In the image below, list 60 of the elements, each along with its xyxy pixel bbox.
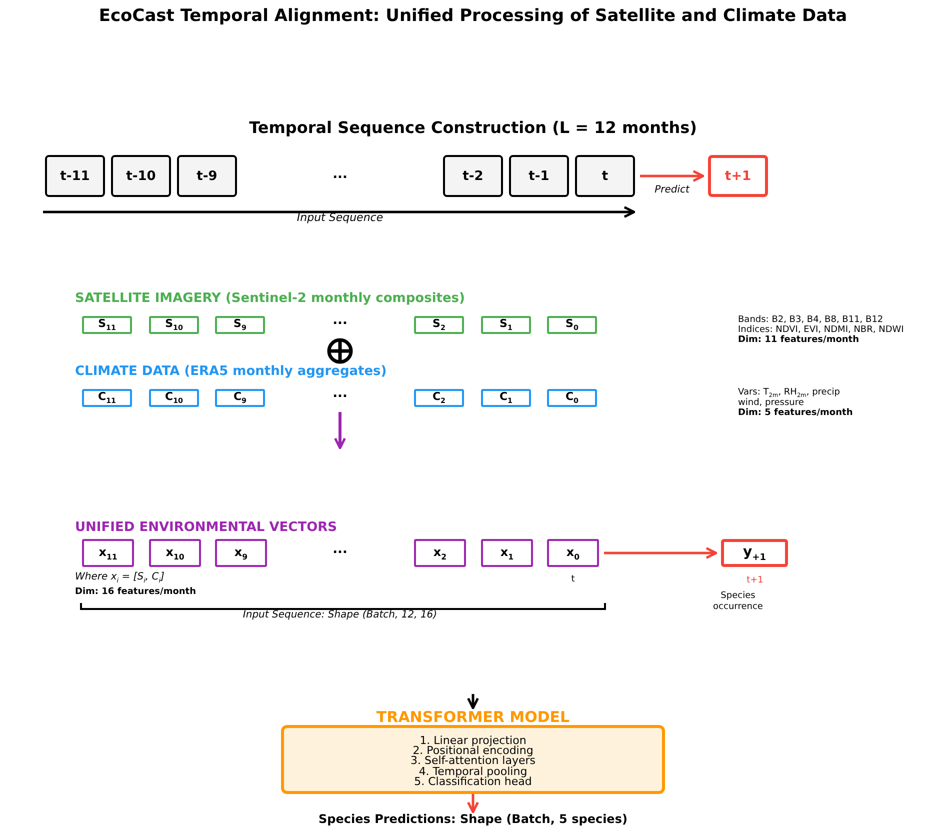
note-text: Where x$_{i}$ = [S$_{i}$, C$_{i}$] — [75, 571, 164, 585]
note-text: Input Sequence: Shape (Batch, 12, 16) — [242, 610, 438, 620]
arrow — [467, 694, 479, 710]
vector-box: x$_{2}$ — [414, 539, 466, 567]
list-item: 5. Classification head — [414, 776, 532, 788]
arrow — [604, 547, 718, 559]
ellipsis: ... — [332, 542, 348, 558]
vector-box: x$_{10}$ — [149, 539, 201, 567]
output-box: y$_{+1}$ — [721, 539, 788, 567]
note-text: Dim: 5 features/month — [738, 409, 853, 419]
output-text: Species Predictions: Shape (Batch, 5 species) — [260, 812, 686, 826]
ellipsis: ... — [332, 386, 348, 402]
edge-label: Predict — [652, 184, 692, 196]
arrow — [640, 170, 704, 182]
note-text: Indices: NDVI, EVI, NDMI, NBR, NDWI — [738, 326, 904, 336]
list-item: 3. Self-attention layers — [410, 756, 536, 767]
satellite-box: S$_{2}$ — [414, 316, 464, 334]
climate-box: C$_{10}$ — [149, 389, 199, 407]
annotation: Species occurrence — [712, 591, 764, 613]
vector-box: x$_{0}$ — [547, 539, 599, 567]
list-item: 2. Positional encoding — [412, 746, 534, 756]
satellite-box: S$_{9}$ — [215, 316, 265, 334]
note-text: Dim: 16 features/month — [75, 588, 196, 598]
time-step-box: t-9 — [177, 155, 237, 197]
satellite-box: S$_{1}$ — [481, 316, 531, 334]
section-heading: Temporal Sequence Construction (L = 12 months) — [249, 119, 697, 137]
section-heading: TRANSFORMER MODEL — [376, 708, 570, 726]
climate-box: C$_{0}$ — [547, 389, 597, 407]
note-text: Dim: 11 features/month — [738, 336, 859, 346]
annotation: t+1 — [746, 576, 764, 586]
arrow — [467, 794, 479, 814]
vector-box: x$_{1}$ — [481, 539, 533, 567]
satellite-box: S$_{0}$ — [547, 316, 597, 334]
vector-box: x$_{9}$ — [215, 539, 267, 567]
note-text: wind, pressure — [738, 399, 804, 408]
climate-box: C$_{9}$ — [215, 389, 265, 407]
time-step-box: t-10 — [111, 155, 171, 197]
section-heading: SATELLITE IMAGERY (Sentinel-2 monthly composites) — [75, 292, 465, 306]
section-heading: CLIMATE DATA (ERA5 monthly aggregates) — [75, 364, 387, 380]
time-step-box: t-11 — [45, 155, 105, 197]
climate-box: C$_{11}$ — [82, 389, 132, 407]
axis-label: Input Sequence — [296, 212, 384, 224]
note-text: Vars: T$_{2m}$, RH$_{2m}$, precip — [738, 388, 840, 400]
satellite-box: S$_{11}$ — [82, 316, 132, 334]
ellipsis: ... — [332, 314, 348, 328]
ellipsis: ... — [332, 168, 348, 182]
list-item: 4. Temporal pooling — [418, 766, 528, 777]
annotation: t — [571, 574, 575, 586]
vector-box: x$_{11}$ — [82, 539, 134, 567]
list-item: 1. Linear projection — [420, 736, 526, 746]
satellite-box: S$_{10}$ — [149, 316, 199, 334]
prediction-box: t+1 — [708, 155, 768, 197]
time-step-box: t — [575, 155, 635, 197]
time-step-box: t-2 — [443, 155, 503, 197]
time-step-box: t-1 — [509, 155, 569, 197]
section-heading: UNIFIED ENVIRONMENTAL VECTORS — [75, 520, 337, 536]
note-text: Bands: B2, B3, B4, B8, B11, B12 — [738, 316, 884, 326]
climate-box: C$_{1}$ — [481, 389, 531, 407]
diagram-title: EcoCast Temporal Alignment: Unified Processing of Satellite and Climate Data — [98, 6, 848, 26]
climate-box: C$_{2}$ — [414, 389, 464, 407]
